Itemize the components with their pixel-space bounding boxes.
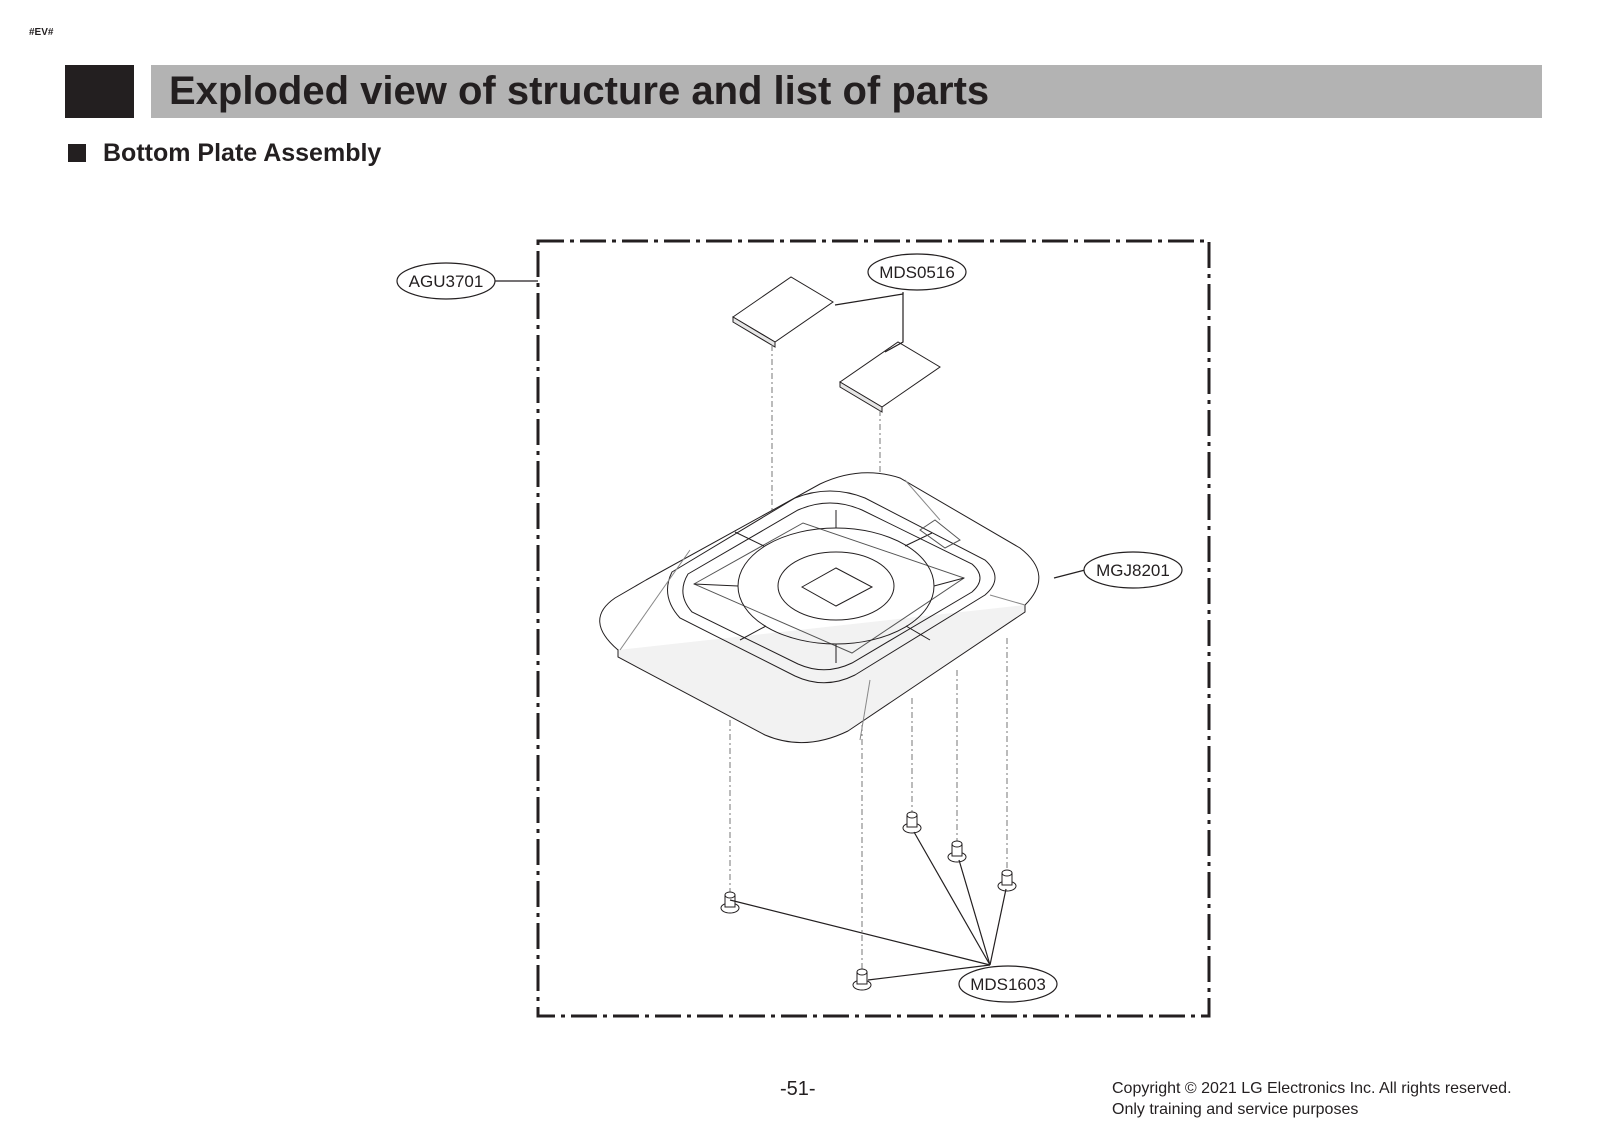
pad-part-upper-edge [732,316,776,348]
callout-mds1603: MDS1603 [958,965,1058,1003]
screw-1 [720,891,740,914]
section-title: Bottom Plate Assembly [103,138,382,167]
title-block-marker [65,65,134,118]
section-bullet-icon [68,144,86,162]
callout-mgj8201: MGJ8201 [1083,551,1183,589]
callout-label-mds0516: MDS0516 [879,263,955,282]
page-title: Exploded view of structure and list of p… [169,69,990,113]
callout-label-agu3701: AGU3701 [409,272,484,291]
bottom-plate-part [599,472,1040,744]
screw-3 [902,811,922,834]
copyright-line-1: Copyright © 2021 LG Electronics Inc. All… [1112,1080,1512,1097]
pad-part-lower-edge [839,381,883,413]
callout-mds0516: MDS0516 [867,253,967,291]
pad-part-lower [839,341,941,408]
pad-part-upper [732,276,834,343]
screw-4 [947,840,967,863]
title-bar: Exploded view of structure and list of p… [151,65,1542,118]
section-heading: Bottom Plate Assembly [68,138,381,168]
document-tag: #EV# [29,27,54,38]
leader-lines [494,280,1086,981]
callout-agu3701: AGU3701 [396,262,496,300]
assembly-boundary [536,239,1211,1018]
callout-label-mgj8201: MGJ8201 [1096,561,1170,580]
screw-parts [720,811,1017,991]
screw-5 [997,869,1017,892]
callout-label-mds1603: MDS1603 [970,975,1046,994]
copyright-notice: Copyright © 2021 LG Electronics Inc. All… [1112,1078,1512,1120]
page-number: -51- [780,1078,816,1100]
screw-2 [852,968,872,991]
copyright-line-2: Only training and service purposes [1112,1101,1359,1118]
